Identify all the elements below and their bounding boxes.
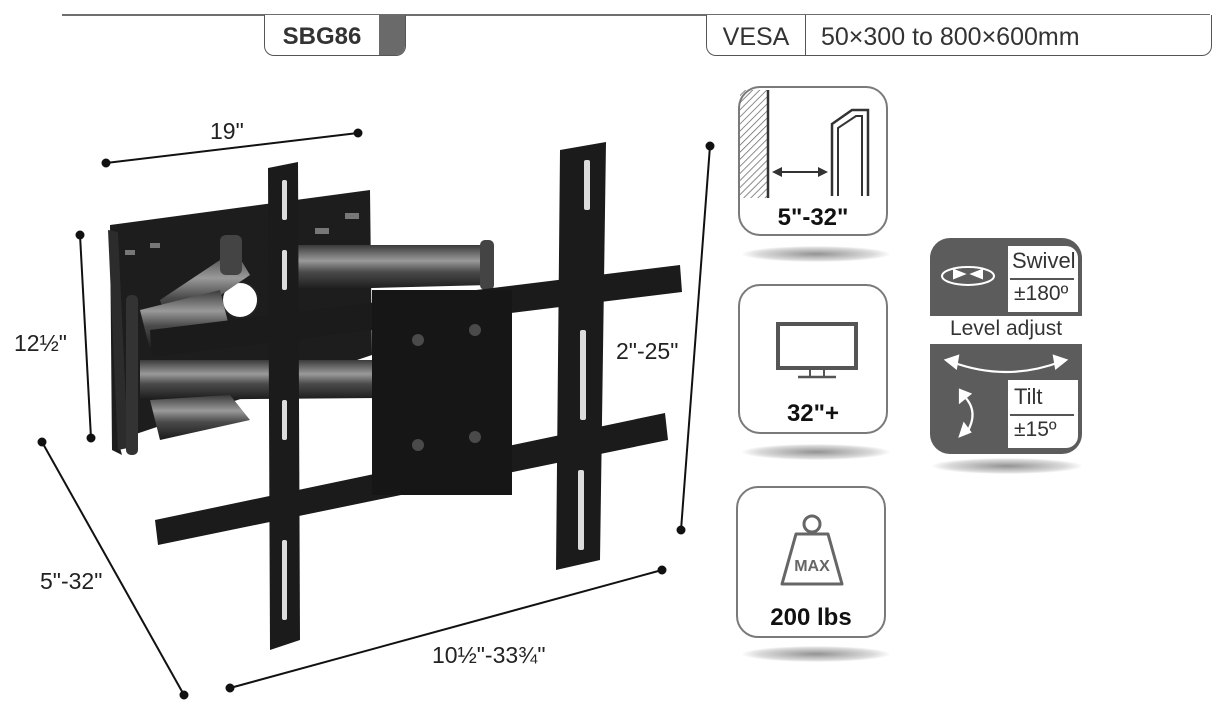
dim-height-right: 2"-25"	[616, 338, 679, 364]
extension-value: 5"-32"	[777, 204, 849, 231]
vesa-value: 50×300 to 800×600mm	[821, 23, 1080, 51]
max-load-card: MAX 200 lbs	[736, 486, 886, 638]
level-adjust-label: Level adjust	[949, 317, 1063, 340]
divider	[1010, 414, 1074, 416]
model-tab-marker	[379, 15, 405, 55]
screen-size-value: 32"+	[786, 400, 840, 427]
extension-card: 5"-32"	[738, 86, 888, 236]
plate-screws	[412, 324, 481, 451]
vesa-label: VESA	[707, 15, 806, 55]
dim-depth: 5"-32"	[40, 568, 103, 594]
dim-width-top: 19"	[210, 118, 244, 144]
model-tab: SBG86	[264, 15, 406, 56]
level-adjust-icon	[943, 354, 1069, 374]
adjustment-panel: Swivel ±180º Level adjust Tilt ±15º	[930, 238, 1082, 454]
dim-width-bottom: 10½"-33¾"	[432, 642, 546, 668]
swivel-value: ±180º	[1014, 282, 1069, 305]
swivel-icon	[941, 266, 995, 286]
divider	[1010, 278, 1074, 280]
header-rule	[62, 14, 1210, 16]
swivel-label: Swivel	[1012, 248, 1076, 273]
vesa-spec: VESA 50×300 to 800×600mm	[706, 15, 1212, 56]
tilt-label: Tilt	[1014, 384, 1043, 409]
card-shadow	[742, 444, 890, 460]
tv-icon	[776, 322, 858, 379]
level-cell	[930, 316, 1082, 344]
card-shadow	[742, 646, 890, 662]
dimension-lines	[37, 128, 715, 700]
tilt-value: ±15º	[1014, 418, 1057, 441]
card-shadow	[742, 246, 890, 262]
max-load-value: 200 lbs	[770, 604, 852, 631]
model-number: SBG86	[282, 23, 362, 50]
tilt-icon	[958, 388, 974, 438]
weight-icon	[780, 514, 844, 586]
adjust-icons	[941, 266, 1069, 438]
tv-bracket	[150, 142, 682, 650]
dim-height-left: 12½"	[14, 330, 67, 356]
max-label: MAX	[794, 558, 830, 575]
rail-slots	[282, 160, 590, 620]
card-shadow	[932, 458, 1082, 474]
screen-size-card: 32"+	[738, 284, 888, 434]
wall-distance-icon	[740, 90, 870, 198]
